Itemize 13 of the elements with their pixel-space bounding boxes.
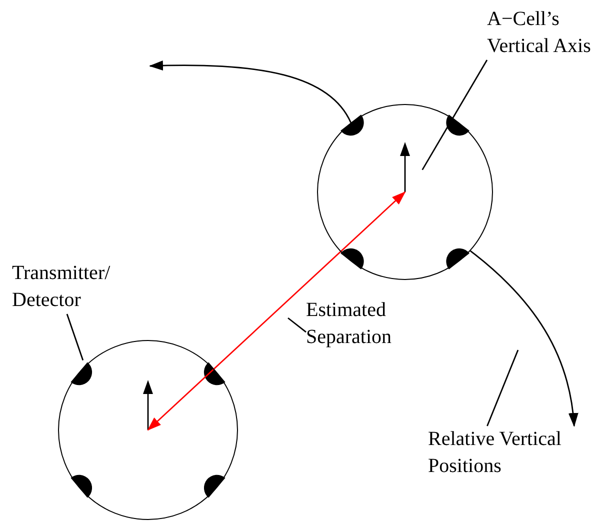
positions-label: Relative Vertical Positions — [428, 426, 611, 480]
leader-line — [288, 317, 306, 333]
cell-circle — [317, 104, 493, 280]
cell-circle — [58, 340, 238, 520]
separation-arrow — [147, 191, 406, 431]
detector-label: Transmitter/ Detector — [12, 260, 112, 314]
curved-arrow — [470, 250, 578, 427]
leader-line — [66, 314, 84, 360]
curved-arrow — [149, 60, 352, 123]
separation-label: Estimated Separation — [306, 297, 431, 351]
axis-label: A−Cell’s Vertical Axis — [487, 6, 609, 60]
leader-line — [486, 350, 519, 426]
leader-line — [422, 60, 488, 170]
